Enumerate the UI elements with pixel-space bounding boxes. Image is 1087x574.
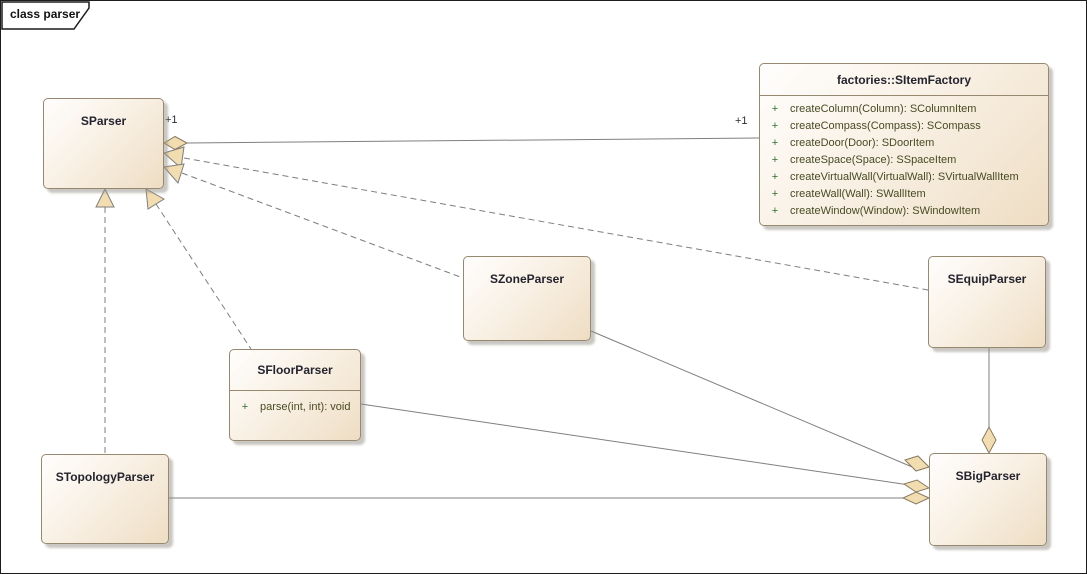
connector-szoneparser-sparser[interactable]: [163, 163, 464, 279]
class-title: SZoneParser: [489, 272, 565, 286]
operation-signature: createWall(Wall): SWallItem: [790, 188, 926, 200]
class-title: SEquipParser: [947, 272, 1027, 286]
connector-stopologyparser-sparser[interactable]: [95, 187, 115, 454]
operation-signature: createVirtualWall(VirtualWall): SVirtual…: [790, 171, 1019, 183]
operation-signature: parse(int, int): void: [260, 401, 351, 413]
connector-sequipparser-sparser[interactable]: [162, 146, 929, 291]
compartment-divider: [760, 95, 1048, 96]
multiplicity-label: +1: [735, 115, 748, 127]
operations-compartment: + parse(int, int): void: [230, 391, 360, 415]
visibility-label: +: [771, 188, 779, 200]
visibility-label: +: [771, 137, 779, 149]
operation-signature: createCompass(Compass): SCompass: [790, 120, 981, 132]
aggregation-diamond-icon: [901, 491, 931, 505]
visibility-label: +: [771, 171, 779, 183]
operation-signature: createWindow(Window): SWindowItem: [790, 205, 981, 217]
operation-row: + parse(int, int): void: [230, 399, 360, 415]
operation-row: + createCompass(Compass): SCompass: [760, 118, 1048, 135]
aggregation-diamond-icon: [902, 479, 931, 493]
operation-row: + createWindow(Window): SWindowItem: [760, 203, 1048, 220]
aggregation-diamond-icon: [904, 455, 930, 472]
visibility-label: +: [771, 120, 779, 132]
class-sequipparser[interactable]: SEquipParser: [928, 256, 1046, 348]
operation-row: + createColumn(Column): SColumnItem: [760, 101, 1048, 118]
operation-signature: createDoor(Door): SDoorItem: [790, 137, 935, 149]
visibility-label: +: [241, 401, 249, 413]
frame-label: class parser: [10, 7, 81, 21]
frame-tab: [1, 1, 90, 30]
connector-szoneparser-sbigparser[interactable]: [590, 330, 930, 472]
operation-row: + createSpace(Space): SSpaceItem: [760, 152, 1048, 169]
realization-arrow-icon: [145, 188, 165, 210]
class-sitemfactory[interactable]: factories::SItemFactory + createColumn(C…: [759, 63, 1049, 226]
aggregation-diamond-icon: [981, 425, 997, 455]
class-sfloorparser[interactable]: SFloorParser + parse(int, int): void: [229, 349, 361, 441]
compartment-divider: [230, 390, 360, 391]
connector-stopologyparser-sbigparser[interactable]: [169, 491, 931, 505]
class-stopologyparser[interactable]: STopologyParser: [41, 454, 169, 544]
operation-row: + createWall(Wall): SWallItem: [760, 186, 1048, 203]
operation-row: + createVirtualWall(VirtualWall): SVirtu…: [760, 169, 1048, 186]
connector-sfloorparser-sbigparser[interactable]: [360, 403, 931, 493]
realization-arrow-icon: [163, 163, 185, 184]
class-title: factories::SItemFactory: [836, 72, 972, 87]
class-sbigparser[interactable]: SBigParser: [929, 453, 1047, 546]
class-title: SBigParser: [955, 469, 1021, 483]
operations-compartment: + createColumn(Column): SColumnItem + cr…: [760, 96, 1048, 220]
connector-sparser-sitemfactory[interactable]: [163, 135, 760, 151]
multiplicity-label: +1: [165, 114, 178, 126]
visibility-label: +: [771, 205, 779, 217]
class-title: SParser: [80, 114, 127, 128]
operation-row: + createDoor(Door): SDoorItem: [760, 135, 1048, 152]
realization-arrow-icon: [95, 187, 115, 208]
visibility-label: +: [771, 154, 779, 166]
realization-arrow-icon: [162, 146, 185, 169]
class-title: SFloorParser: [257, 363, 333, 377]
class-szoneparser[interactable]: SZoneParser: [463, 256, 591, 341]
connector-sfloorparser-sparser[interactable]: [145, 188, 252, 350]
class-title: STopologyParser: [55, 470, 155, 484]
operation-signature: createColumn(Column): SColumnItem: [790, 103, 977, 115]
class-sparser[interactable]: SParser: [43, 98, 164, 189]
aggregation-diamond-icon: [163, 135, 189, 151]
visibility-label: +: [771, 103, 779, 115]
operation-signature: createSpace(Space): SSpaceItem: [790, 154, 957, 166]
connector-sequipparser-sbigparser[interactable]: [981, 348, 997, 455]
